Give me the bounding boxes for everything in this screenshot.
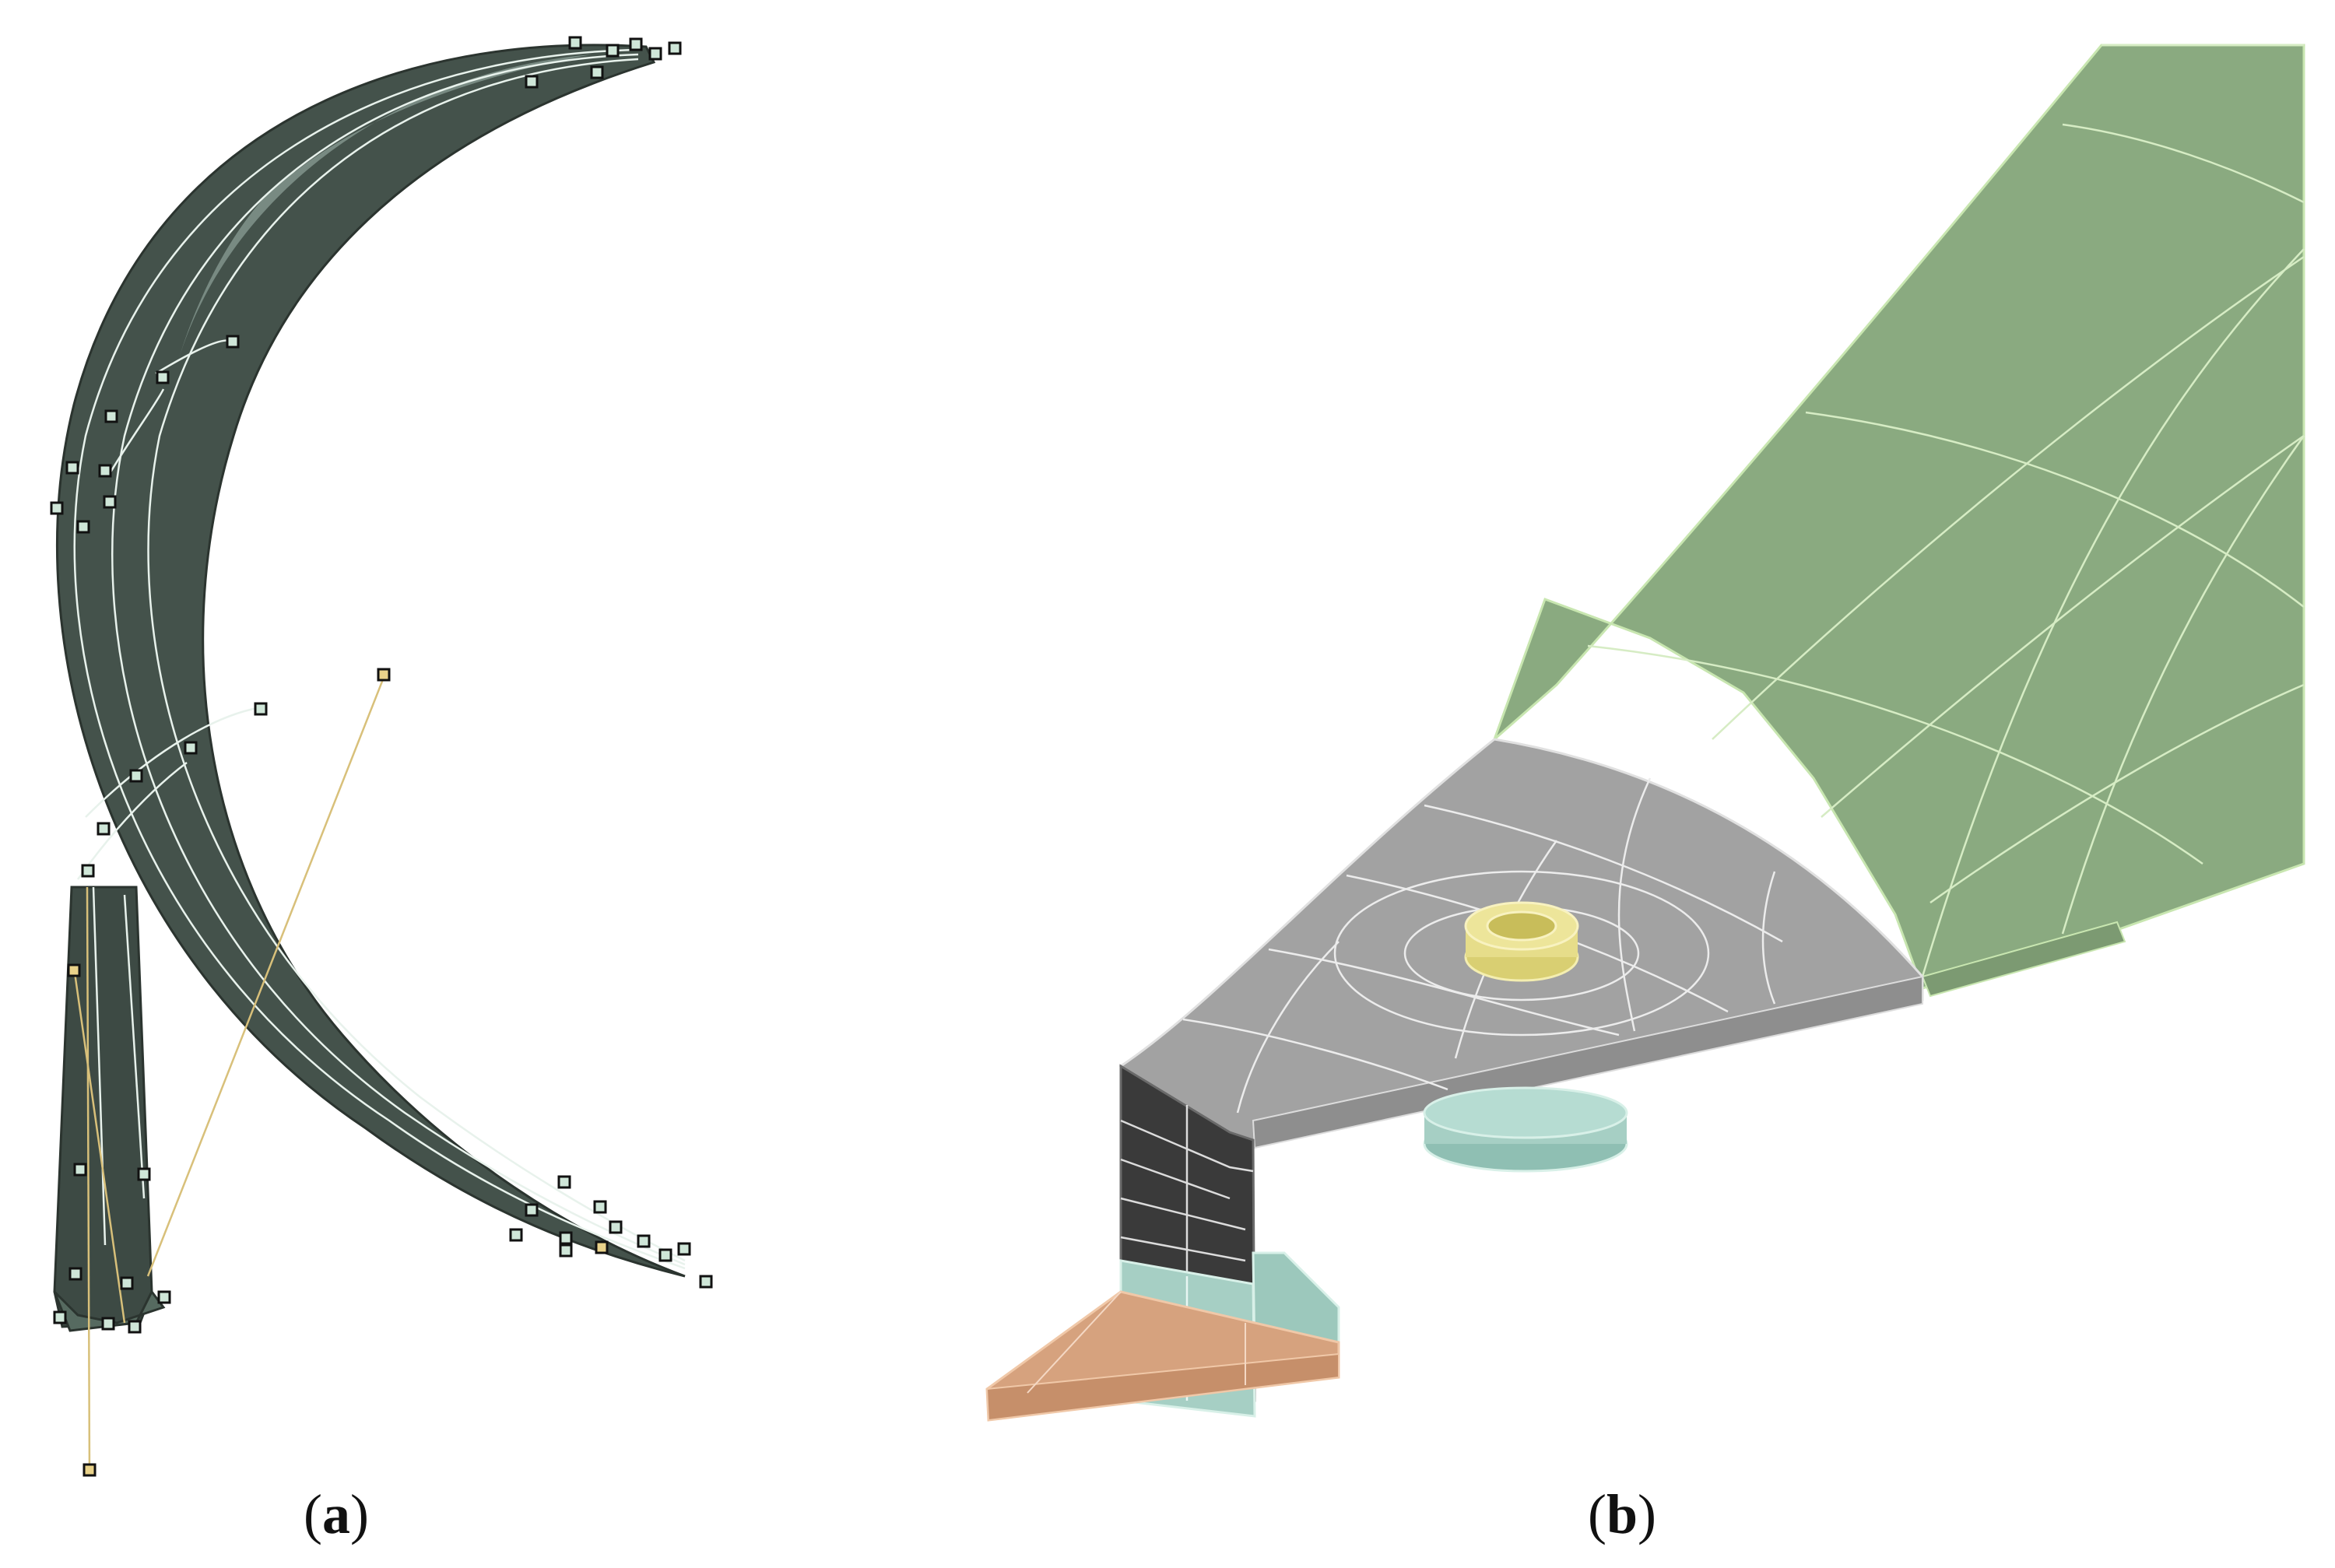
gray-surface-edge: [1252, 975, 1923, 1149]
green-surface: [1491, 44, 2305, 990]
green-surface-edge: [1921, 921, 2126, 998]
orange-foot-mesh-lines: [1027, 1291, 1246, 1394]
orange-foot-face: [985, 1352, 1340, 1422]
guide-lines: [73, 675, 386, 1475]
blade-crescent: [56, 44, 686, 1278]
control-points-highlight: [67, 668, 609, 1477]
panel-b-mesh-detail: [985, 44, 2305, 1422]
teal-underside-disc: [1423, 1086, 1628, 1173]
green-mesh-lines: [1587, 44, 2305, 977]
caption-panel-a: (a): [304, 1483, 369, 1545]
control-points: [50, 36, 713, 1334]
blade-highlight: [179, 54, 592, 358]
blade-mesh-lines: [73, 48, 686, 1270]
caption-panel-b: (b): [1588, 1483, 1657, 1545]
yellow-boss: [1464, 901, 1579, 982]
panel-a-blade-model: [50, 36, 713, 1477]
